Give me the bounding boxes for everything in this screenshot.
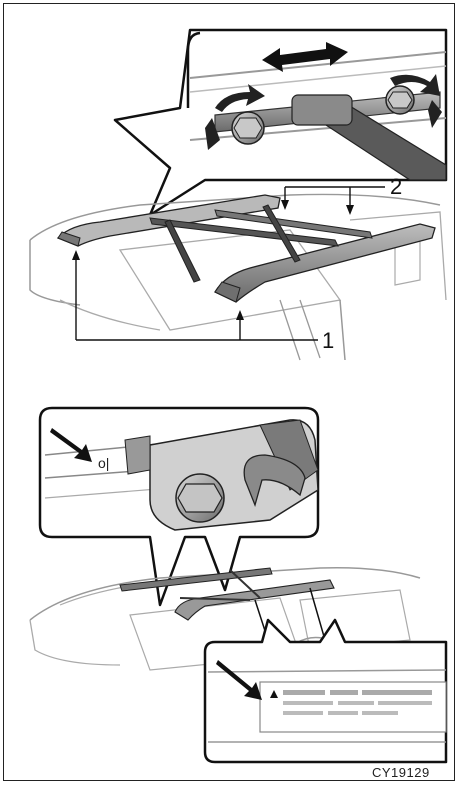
callout-number-1: 1	[322, 330, 334, 352]
middle-detail-callout: o|	[40, 408, 318, 605]
vehicle-roof-illustration	[30, 187, 446, 360]
callout-number-2: 2	[390, 176, 402, 198]
label-detail-callout	[205, 620, 446, 762]
svg-text:o|: o|	[98, 455, 109, 471]
image-code-label: CY19129	[372, 766, 430, 779]
callout-leader-2	[281, 187, 385, 215]
